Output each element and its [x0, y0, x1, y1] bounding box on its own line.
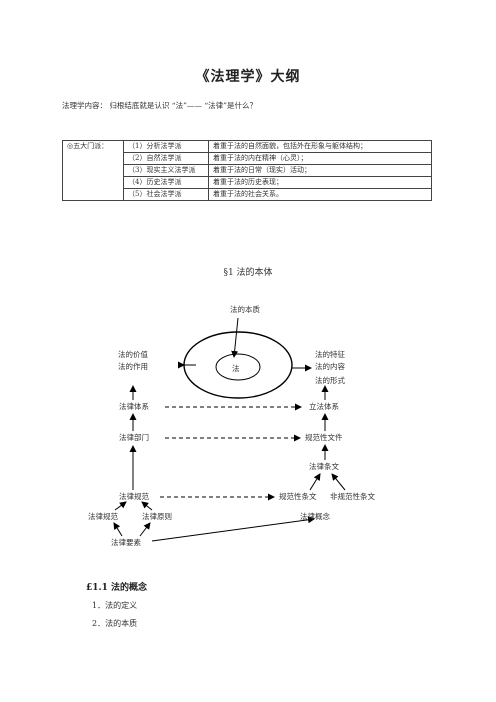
label-legal-concept: 法律概念 — [300, 512, 330, 521]
school-name: （5）社会法学派 — [123, 188, 209, 201]
page-title: 《法理学》大纲 — [195, 69, 301, 85]
arrow-element-principle — [139, 522, 151, 537]
label-normative-document: 规范性文件 — [305, 433, 343, 442]
list-item: 1．法的定义 — [92, 601, 138, 610]
arrow-normative-provision — [309, 473, 321, 491]
arrow-rule-norm — [114, 501, 127, 511]
label-legal-element: 法律要素 — [111, 538, 141, 547]
school-desc: 着重于法的社会关系。 — [208, 188, 432, 201]
label-core: 法 — [232, 364, 240, 373]
table-header-cell: ◎五大门派： — [62, 140, 124, 201]
subsection-heading: £1.1 法的概念 — [86, 583, 148, 593]
label-legal-provision: 法律条文 — [309, 462, 339, 471]
arrow-principle-norm — [141, 501, 153, 511]
table-row: （3）现实主义法学派 着重于法的日常（现实）活动； — [63, 164, 432, 177]
section-heading: §1 法的本体 — [223, 268, 273, 278]
label-legislative-system: 立法体系 — [309, 402, 339, 411]
table-row: ◎五大门派： （1）分析法学派 着重于法的自然面貌，包括外在形象与躯体结构； — [62, 140, 432, 201]
label-legal-norm: 法律规范 — [119, 492, 149, 501]
label-essence: 法的本质 — [230, 305, 260, 314]
label-legal-principle: 法律原则 — [142, 512, 172, 521]
arrow-nonnormative-provision — [331, 473, 346, 491]
label-non-normative-provision: 非规范性条文 — [330, 492, 375, 501]
table-row: （5）社会法学派 着重于法的社会关系。 — [63, 188, 432, 201]
arrow-element-rule — [113, 522, 123, 537]
label-legal-system: 法律体系 — [119, 402, 149, 411]
table-row: （4）历史法学派 着重于法的历史表现； — [63, 176, 432, 189]
label-normative-provision: 规范性条文 — [279, 492, 317, 501]
label-function: 法的作用 — [118, 362, 148, 371]
arrow-essence-core — [231, 317, 239, 358]
label-content: 法的内容 — [315, 362, 345, 371]
label-legal-department: 法律部门 — [119, 433, 149, 442]
label-feature: 法的特征 — [315, 350, 345, 359]
label-form: 法的形式 — [315, 376, 345, 385]
list-item: 2．法的本质 — [92, 619, 138, 628]
schools-table: ◎五大门派： （1）分析法学派 着重于法的自然面貌，包括外在形象与躯体结构； （… — [62, 140, 432, 201]
label-value: 法的价值 — [118, 350, 148, 359]
intro-text: 法理学内容： 归根结底就是认识 “法”—— “法律”是什么？ — [62, 101, 257, 110]
label-legal-rule: 法律规范 — [88, 512, 118, 521]
arrow-element-concept — [151, 516, 315, 542]
